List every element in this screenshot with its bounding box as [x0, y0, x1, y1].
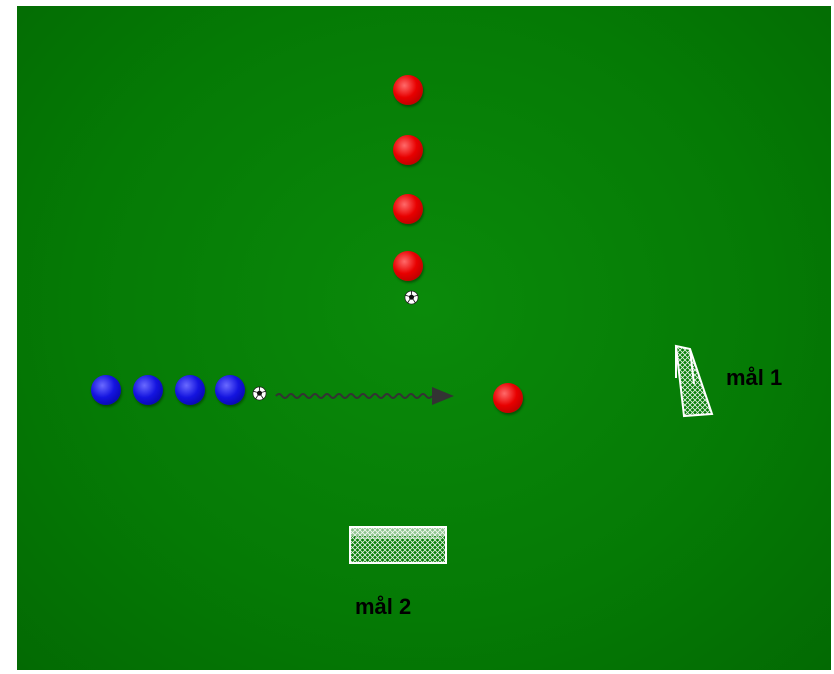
- blue-player: [91, 375, 121, 405]
- red-player: [393, 194, 423, 224]
- goal-1-label: mål 1: [726, 365, 782, 391]
- soccer-pitch: [17, 6, 831, 670]
- red-player: [393, 75, 423, 105]
- soccer-ball-icon: [404, 290, 419, 305]
- blue-player: [133, 375, 163, 405]
- goal-2-label: mål 2: [355, 594, 411, 620]
- red-player: [393, 251, 423, 281]
- blue-player: [215, 375, 245, 405]
- blue-player: [175, 375, 205, 405]
- red-player-receiver: [493, 383, 523, 413]
- red-player: [393, 135, 423, 165]
- soccer-ball-icon: [252, 386, 267, 401]
